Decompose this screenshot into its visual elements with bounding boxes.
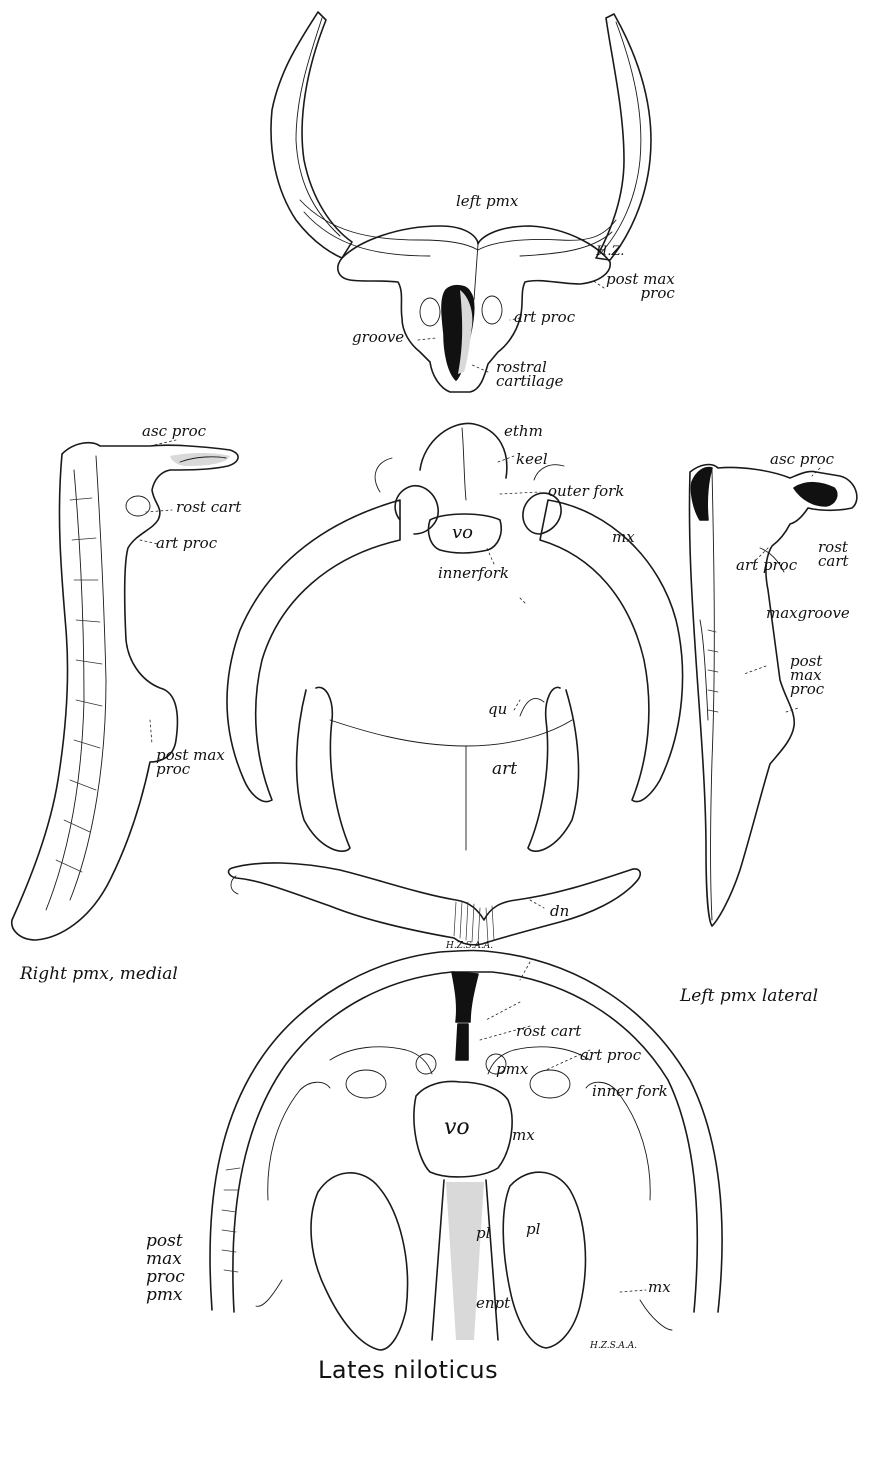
right-pmx-outline: [12, 443, 238, 940]
label-top-artist: H.Z.: [596, 246, 624, 258]
label-bottom-mx-outer: mx: [648, 1280, 671, 1294]
label-dn: dn: [550, 904, 569, 918]
label-lpmx-art-proc: art proc: [736, 558, 797, 572]
left-pmx-outline: [689, 465, 856, 926]
label-enpt: enpt: [476, 1296, 510, 1310]
center-maxilla-left: [227, 500, 400, 802]
label-rostral-cartilage: rostral cartilage: [496, 360, 564, 388]
label-top-post-max-proc: post max proc: [606, 272, 675, 300]
label-bottom-rost-cart: rost cart: [516, 1024, 581, 1038]
label-outer-fork: outer fork: [548, 484, 624, 498]
center-dentary: [229, 863, 641, 945]
label-bottom-mx-inner: mx: [512, 1128, 535, 1142]
label-center-inner-fork: innerfork: [438, 566, 509, 580]
label-bottom-pl-right: pl: [526, 1222, 540, 1236]
bottom-palatine-right: [503, 1172, 585, 1348]
label-bottom-inner-fork: inner fork: [592, 1084, 668, 1098]
label-post-max-proc-pmx: post max proc pmx: [146, 1232, 185, 1304]
center-jaws-view: [227, 423, 683, 944]
bottom-palatine-left: [311, 1173, 408, 1350]
label-bottom-artist: H.Z.S.A.A.: [590, 1340, 637, 1352]
label-rpmx-rost-cart: rost cart: [176, 500, 241, 514]
label-lpmx-asc-proc: asc proc: [770, 452, 834, 466]
label-center-vo: vo: [452, 526, 473, 540]
label-bottom-vo: vo: [444, 1118, 470, 1138]
caption-left-pmx-lateral: Left pmx lateral: [680, 986, 818, 1006]
label-ethm: ethm: [504, 424, 543, 438]
label-center-mx: mx: [612, 530, 635, 544]
bottom-jaw-view: [210, 951, 722, 1351]
label-left-pmx: left pmx: [456, 194, 518, 208]
label-groove: groove: [352, 330, 404, 344]
label-rpmx-asc-proc: asc proc: [142, 424, 206, 438]
caption-right-pmx-medial: Right pmx, medial: [20, 964, 178, 984]
label-center-artist: H.Z.S.A.A.: [446, 940, 493, 952]
label-bottom-pmx: pmx: [496, 1062, 528, 1076]
figure-title: Lates niloticus: [318, 1356, 498, 1384]
label-art: art: [492, 762, 517, 776]
top-left-arm: [271, 12, 352, 258]
label-top-art-proc: art proc: [514, 310, 575, 324]
top-right-arm: [596, 14, 651, 260]
label-lpmx-post-max-proc: post max proc: [790, 654, 824, 696]
label-rpmx-post-max-proc: post max proc: [156, 748, 225, 776]
left-pmx-lateral-view: [689, 465, 856, 926]
label-bottom-art-proc: art proc: [580, 1048, 641, 1062]
label-lpmx-max-groove: maxgroove: [766, 606, 850, 620]
label-rpmx-art-proc: art proc: [156, 536, 217, 550]
label-qu: qu: [488, 702, 507, 716]
label-keel: keel: [516, 452, 548, 466]
label-bottom-pl-left: pl: [476, 1226, 490, 1240]
label-lpmx-rost-cart: rost cart: [818, 540, 849, 568]
